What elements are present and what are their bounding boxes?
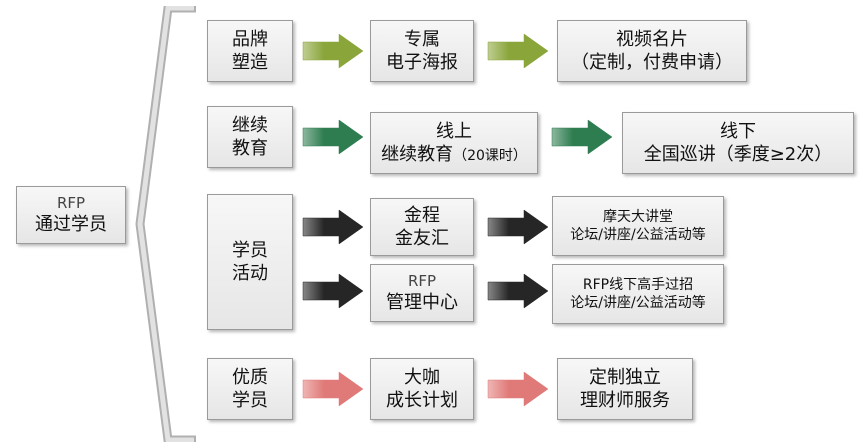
quality-step-custom-planner-service: 定制独立 理财师服务 bbox=[557, 358, 693, 420]
activities-step-motian-forum: 摩天大讲堂 论坛/讲座/公益活动等 bbox=[552, 196, 724, 256]
brand-step-exclusive-e-poster: 专属 电子海报 bbox=[370, 20, 474, 82]
brace-connector bbox=[135, 6, 196, 442]
activities-step-rfp-management-center: RFP 管理中心 bbox=[370, 264, 474, 322]
education-arrow-2-shape bbox=[551, 119, 613, 155]
quality-arrow-1-shape bbox=[302, 371, 364, 407]
education-step1-l2: 继续教育 bbox=[381, 144, 454, 165]
quality-step2-l2: 理财师服务 bbox=[580, 390, 670, 411]
brand-label-l1: 品牌 bbox=[232, 28, 268, 50]
activities-a-arrow-1 bbox=[302, 209, 364, 245]
activities-a-step2-l1: 摩天大讲堂 bbox=[603, 208, 673, 225]
activities-b-step2-l1: RFP线下高手过招 bbox=[582, 276, 694, 293]
education-arrow-1 bbox=[302, 119, 364, 155]
quality-step1-l1: 大咖 bbox=[404, 366, 440, 388]
brand-label-l2: 塑造 bbox=[232, 52, 268, 73]
brand-step1-l1: 专属 bbox=[404, 28, 440, 50]
education-arrow-1-shape bbox=[302, 119, 364, 155]
brand-arrow-1-shape bbox=[302, 33, 364, 69]
activities-b-step1-l1: RFP bbox=[407, 271, 437, 290]
quality-step1-l2: 成长计划 bbox=[386, 390, 458, 411]
brand-arrow-1 bbox=[302, 33, 364, 69]
brand-step-video-card: 视频名片 （定制，付费申请） bbox=[557, 20, 747, 82]
brand-step2-l2: （定制，付费申请） bbox=[571, 52, 733, 73]
education-step-offline-roadshow: 线下 全国巡讲（季度≥2次） bbox=[622, 112, 854, 174]
activities-b-step2-l2: 论坛/讲座/公益活动等 bbox=[570, 295, 706, 311]
category-student-activities: 学员 活动 bbox=[207, 194, 293, 330]
education-label-l1: 继续 bbox=[232, 114, 268, 136]
activities-b-arrow-2-shape bbox=[487, 273, 549, 309]
quality-step-growth-plan: 大咖 成长计划 bbox=[370, 358, 474, 420]
activities-a-arrow-2-shape bbox=[487, 209, 549, 245]
quality-step2-l1: 定制独立 bbox=[589, 366, 661, 388]
activities-a-step1-l2: 金友汇 bbox=[395, 228, 449, 249]
quality-arrow-2 bbox=[487, 371, 549, 407]
category-quality-students: 优质 学员 bbox=[207, 358, 293, 420]
education-step-online: 线上 继续教育（20课时） bbox=[370, 112, 538, 174]
root-line2: 通过学员 bbox=[35, 214, 107, 236]
quality-arrow-2-shape bbox=[487, 371, 549, 407]
activities-a-arrow-1-shape bbox=[302, 209, 364, 245]
activities-a-arrow-2 bbox=[487, 209, 549, 245]
brand-step1-l2: 电子海报 bbox=[386, 52, 458, 73]
brand-arrow-2-shape bbox=[487, 33, 549, 69]
root-node-rfp-graduates: RFP 通过学员 bbox=[16, 186, 126, 244]
activities-b-arrow-2 bbox=[487, 273, 549, 309]
education-step1-l1: 线上 bbox=[436, 120, 472, 142]
activities-step-jincheng-club: 金程 金友汇 bbox=[370, 198, 474, 256]
activities-b-arrow-1 bbox=[302, 273, 364, 309]
activities-b-arrow-1-shape bbox=[302, 273, 364, 309]
activities-b-step1-l2: 管理中心 bbox=[386, 292, 458, 314]
brand-step2-l1: 视频名片 bbox=[616, 28, 688, 50]
education-label-l2: 教育 bbox=[232, 138, 268, 159]
activities-label-l2: 活动 bbox=[232, 263, 268, 284]
activities-label-l1: 学员 bbox=[232, 239, 268, 261]
education-step2-l1: 线下 bbox=[720, 120, 756, 142]
activities-a-step1-l1: 金程 bbox=[404, 204, 440, 226]
brand-arrow-2 bbox=[487, 33, 549, 69]
quality-arrow-1 bbox=[302, 371, 364, 407]
quality-label-l1: 优质 bbox=[232, 366, 268, 388]
education-step1-hours: （20课时） bbox=[453, 148, 527, 164]
education-step1-l2-wrap: 继续教育（20课时） bbox=[381, 143, 527, 166]
category-continuing-education: 继续 教育 bbox=[207, 106, 293, 168]
education-step2-l2: 全国巡讲（季度≥2次） bbox=[643, 144, 833, 165]
education-arrow-2 bbox=[551, 119, 613, 155]
quality-label-l2: 学员 bbox=[232, 390, 268, 411]
category-brand-building: 品牌 塑造 bbox=[207, 20, 293, 82]
root-line1: RFP bbox=[56, 193, 86, 212]
activities-step-rfp-offline-contest: RFP线下高手过招 论坛/讲座/公益活动等 bbox=[552, 264, 724, 324]
activities-a-step2-l2: 论坛/讲座/公益活动等 bbox=[570, 227, 706, 243]
